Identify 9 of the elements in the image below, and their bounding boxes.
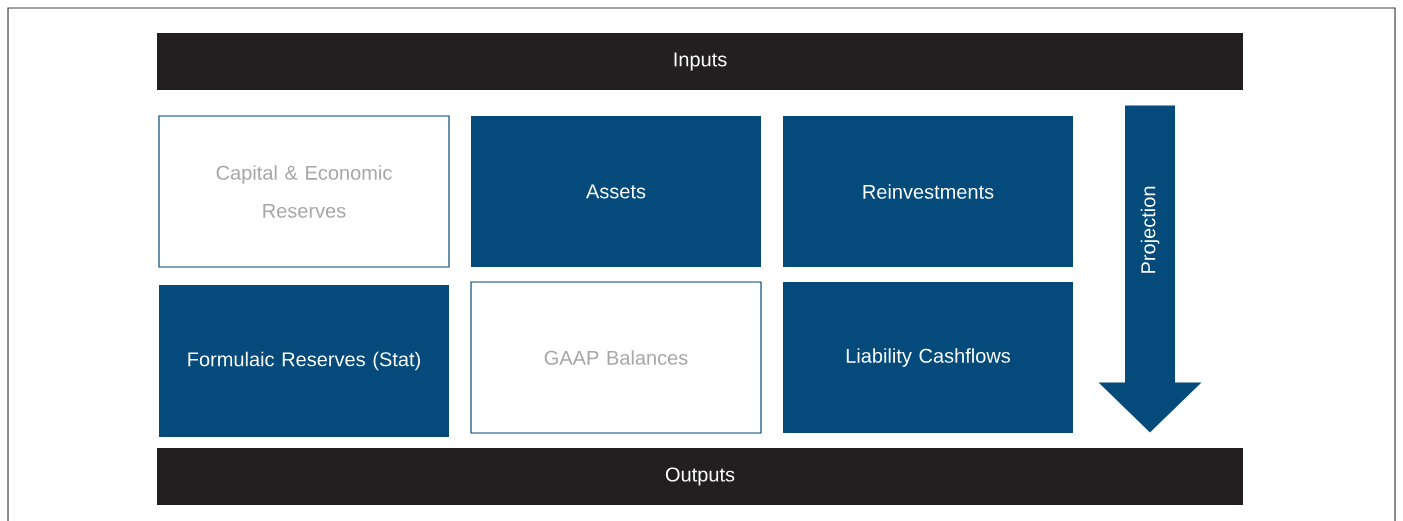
edge-label: Projection: [1140, 186, 1160, 273]
outline-box: GAAP Balances: [470, 281, 762, 434]
process-box: Liability Cashflows: [783, 282, 1073, 433]
process-box: Assets: [471, 116, 761, 267]
band-box: Outputs: [157, 448, 1243, 505]
outline-box: Capital & Economic Reserves: [158, 115, 450, 268]
process-box: Formulaic Reserves (Stat): [159, 285, 449, 437]
process-box: Reinvestments: [783, 116, 1073, 267]
band-box: Inputs: [157, 33, 1243, 90]
